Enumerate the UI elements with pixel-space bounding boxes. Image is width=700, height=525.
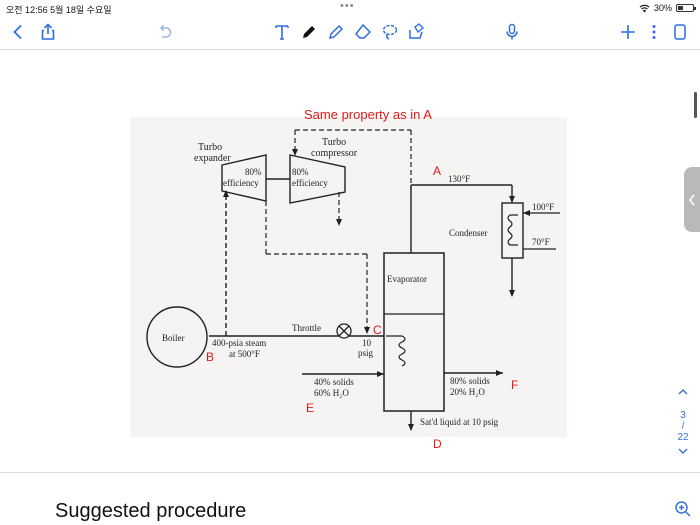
page-current: 3	[680, 410, 686, 421]
lasso-tool-icon[interactable]	[378, 20, 402, 44]
toolbar-divider	[0, 49, 700, 50]
page-indicator: 3 / 22	[672, 388, 694, 458]
back-chevron-icon[interactable]	[6, 20, 30, 44]
pages-icon[interactable]	[668, 20, 692, 44]
add-icon[interactable]	[616, 20, 640, 44]
page-separator: /	[681, 421, 685, 432]
process-figure	[130, 117, 567, 437]
chevron-left-icon	[688, 194, 695, 205]
toolbar	[0, 16, 700, 48]
more-options-icon[interactable]	[642, 20, 666, 44]
page-total: 22	[677, 432, 689, 443]
page-down-icon[interactable]	[672, 447, 694, 458]
wifi-icon	[639, 4, 650, 12]
scrollbar-thumb[interactable]	[694, 92, 697, 118]
highlighter-tool-icon[interactable]	[324, 20, 348, 44]
pen-tool-icon[interactable]	[297, 20, 321, 44]
status-bar: 오전 12:56 5월 18일 수요일 ••• 30%	[0, 0, 700, 16]
battery-percent: 30%	[653, 3, 672, 13]
status-right: 30%	[639, 3, 696, 13]
undo-icon[interactable]	[152, 20, 176, 44]
zoom-button[interactable]	[672, 498, 694, 520]
microphone-icon[interactable]	[500, 20, 524, 44]
image-tool-icon[interactable]	[404, 20, 428, 44]
status-time-date: 오전 12:56 5월 18일 수요일	[6, 5, 112, 15]
page-bottom-divider	[0, 472, 700, 473]
multitask-dots-icon[interactable]: •••	[340, 0, 355, 12]
page-up-icon[interactable]	[672, 388, 694, 399]
text-tool-icon[interactable]	[270, 20, 294, 44]
side-panel-toggle[interactable]	[684, 167, 700, 232]
battery-icon	[676, 4, 696, 12]
zoom-in-icon	[675, 501, 691, 517]
share-icon[interactable]	[36, 20, 60, 44]
eraser-tool-icon[interactable]	[351, 20, 375, 44]
section-heading: Suggested procedure	[55, 500, 247, 522]
